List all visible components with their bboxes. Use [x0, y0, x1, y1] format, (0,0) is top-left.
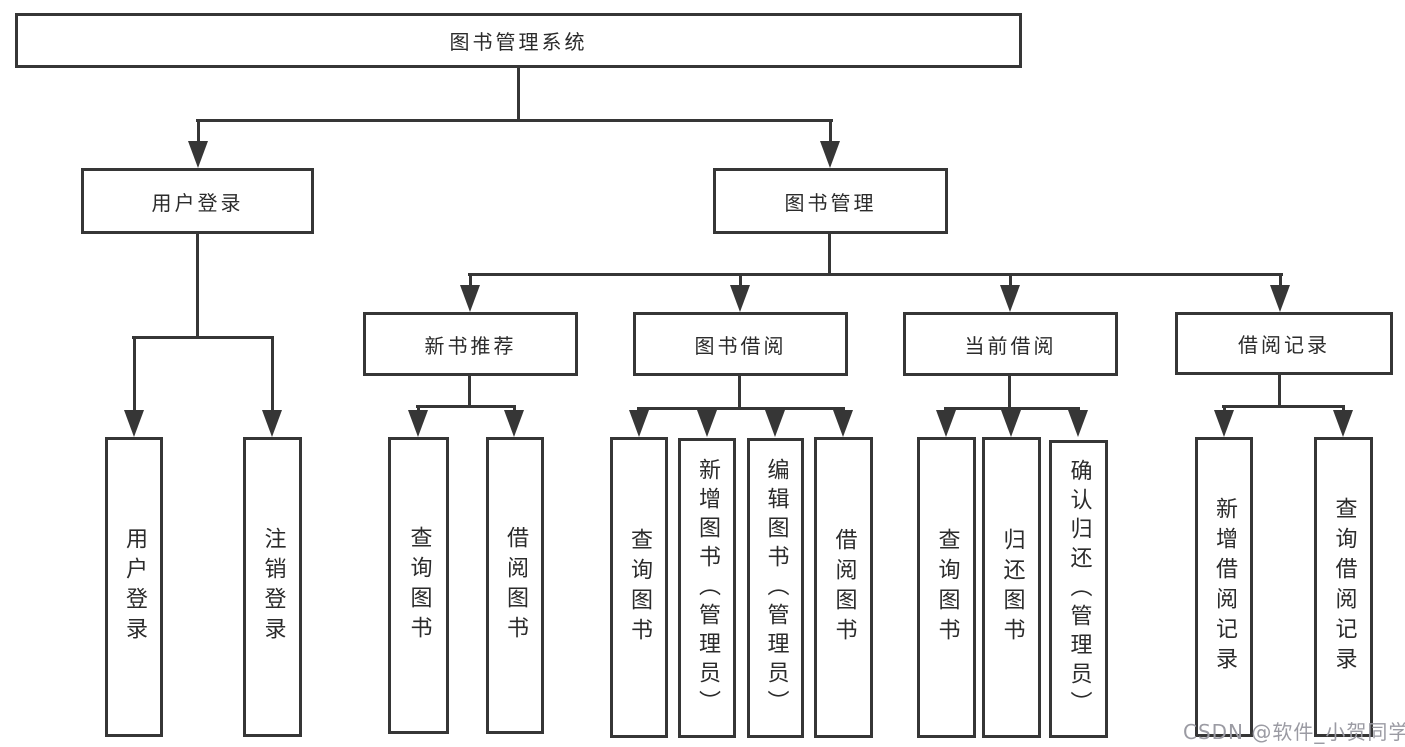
arrow-down-icon — [460, 273, 480, 312]
arrow-down-icon — [820, 119, 840, 168]
node-new-book-recommend: 新书推荐 — [363, 312, 578, 376]
leaf-add-books-admin-label: 新增图书（管理员） — [695, 457, 720, 719]
node-borrow-records: 借阅记录 — [1175, 312, 1393, 375]
leaf-query-books-label: 查询图书 — [406, 525, 432, 646]
leaf-add-books-admin: 新增图书（管理员） — [678, 438, 736, 738]
node-borrow-records-label: 借阅记录 — [1238, 333, 1330, 357]
connector-level2-rail — [196, 119, 833, 122]
arrow-down-icon — [124, 336, 144, 437]
connector-current-borrow-drop — [1008, 374, 1011, 409]
arrow-down-icon — [1068, 407, 1088, 437]
connector-root-drop — [517, 66, 520, 119]
arrow-down-icon — [1333, 405, 1353, 437]
leaf-logout: 注销登录 — [243, 437, 302, 737]
leaf-add-borrow-record-label: 新增借阅记录 — [1212, 497, 1237, 677]
arrow-down-icon — [697, 407, 717, 437]
arrow-down-icon — [629, 407, 649, 437]
leaf-query-books: 查询图书 — [917, 437, 976, 738]
node-user-login: 用户登录 — [81, 168, 314, 234]
leaf-query-books-label: 查询图书 — [627, 527, 652, 648]
leaf-borrow-books: 借阅图书 — [486, 437, 544, 734]
leaf-borrow-books-label: 借阅图书 — [503, 525, 528, 646]
arrow-down-icon — [833, 407, 853, 437]
leaf-add-borrow-record: 新增借阅记录 — [1195, 437, 1253, 737]
node-user-login-label: 用户登录 — [151, 190, 244, 215]
leaf-confirm-return-admin: 确认归还（管理员） — [1049, 440, 1108, 738]
arrow-down-icon — [504, 405, 524, 437]
arrow-down-icon — [188, 119, 208, 168]
leaf-query-borrow-record: 查询借阅记录 — [1314, 437, 1373, 737]
connector-user-login-drop — [196, 232, 199, 339]
leaf-borrow-books: 借阅图书 — [814, 437, 873, 738]
arrow-down-icon — [730, 273, 750, 312]
connector-book-borrow-drop — [738, 374, 741, 409]
arrow-down-icon — [936, 407, 956, 437]
arrow-down-icon — [1000, 273, 1020, 312]
node-root-label: 图书管理系统 — [449, 30, 588, 54]
watermark: CSDN @软件_小贺同学 — [1183, 720, 1405, 744]
arrow-down-icon — [765, 407, 785, 437]
arrow-down-icon — [408, 405, 428, 437]
leaf-return-books: 归还图书 — [982, 437, 1041, 738]
node-book-management-label: 图书管理 — [784, 190, 877, 215]
arrow-down-icon — [1270, 273, 1290, 312]
arrow-down-icon — [262, 336, 282, 437]
node-current-borrow-label: 当前借阅 — [964, 333, 1057, 358]
arrow-down-icon — [1214, 405, 1234, 437]
leaf-query-books: 查询图书 — [610, 437, 668, 738]
node-book-borrow: 图书借阅 — [633, 312, 848, 376]
connector-new-book-drop — [468, 374, 471, 407]
node-new-book-recommend-label: 新书推荐 — [424, 333, 517, 358]
leaf-confirm-return-admin-label: 确认归还（管理员） — [1066, 458, 1092, 720]
connector-book-management-drop — [828, 232, 831, 275]
connector-borrow-records-rail — [1222, 405, 1345, 408]
leaf-query-books-label: 查询图书 — [934, 527, 960, 648]
leaf-return-books-label: 归还图书 — [999, 527, 1025, 648]
leaf-user-login-label: 用户登录 — [122, 527, 147, 647]
node-book-management: 图书管理 — [713, 168, 948, 234]
leaf-logout-label: 注销登录 — [260, 527, 286, 647]
connector-new-book-rail — [416, 405, 516, 408]
connector-borrow-records-drop — [1278, 374, 1281, 407]
arrow-down-icon — [1001, 407, 1021, 437]
node-book-borrow-label: 图书借阅 — [694, 333, 787, 358]
leaf-user-login: 用户登录 — [105, 437, 163, 737]
leaf-edit-books-admin-label: 编辑图书（管理员） — [763, 457, 789, 719]
node-root: 图书管理系统 — [15, 13, 1022, 68]
leaf-query-borrow-record-label: 查询借阅记录 — [1331, 497, 1357, 677]
connector-book-borrow-rail — [637, 407, 845, 410]
leaf-query-books: 查询图书 — [388, 437, 449, 734]
node-current-borrow: 当前借阅 — [903, 312, 1118, 376]
leaf-edit-books-admin: 编辑图书（管理员） — [747, 438, 804, 738]
leaf-borrow-books-label: 借阅图书 — [831, 527, 857, 648]
connector-level3-rail — [468, 273, 1283, 276]
connector-user-login-rail — [132, 336, 274, 339]
